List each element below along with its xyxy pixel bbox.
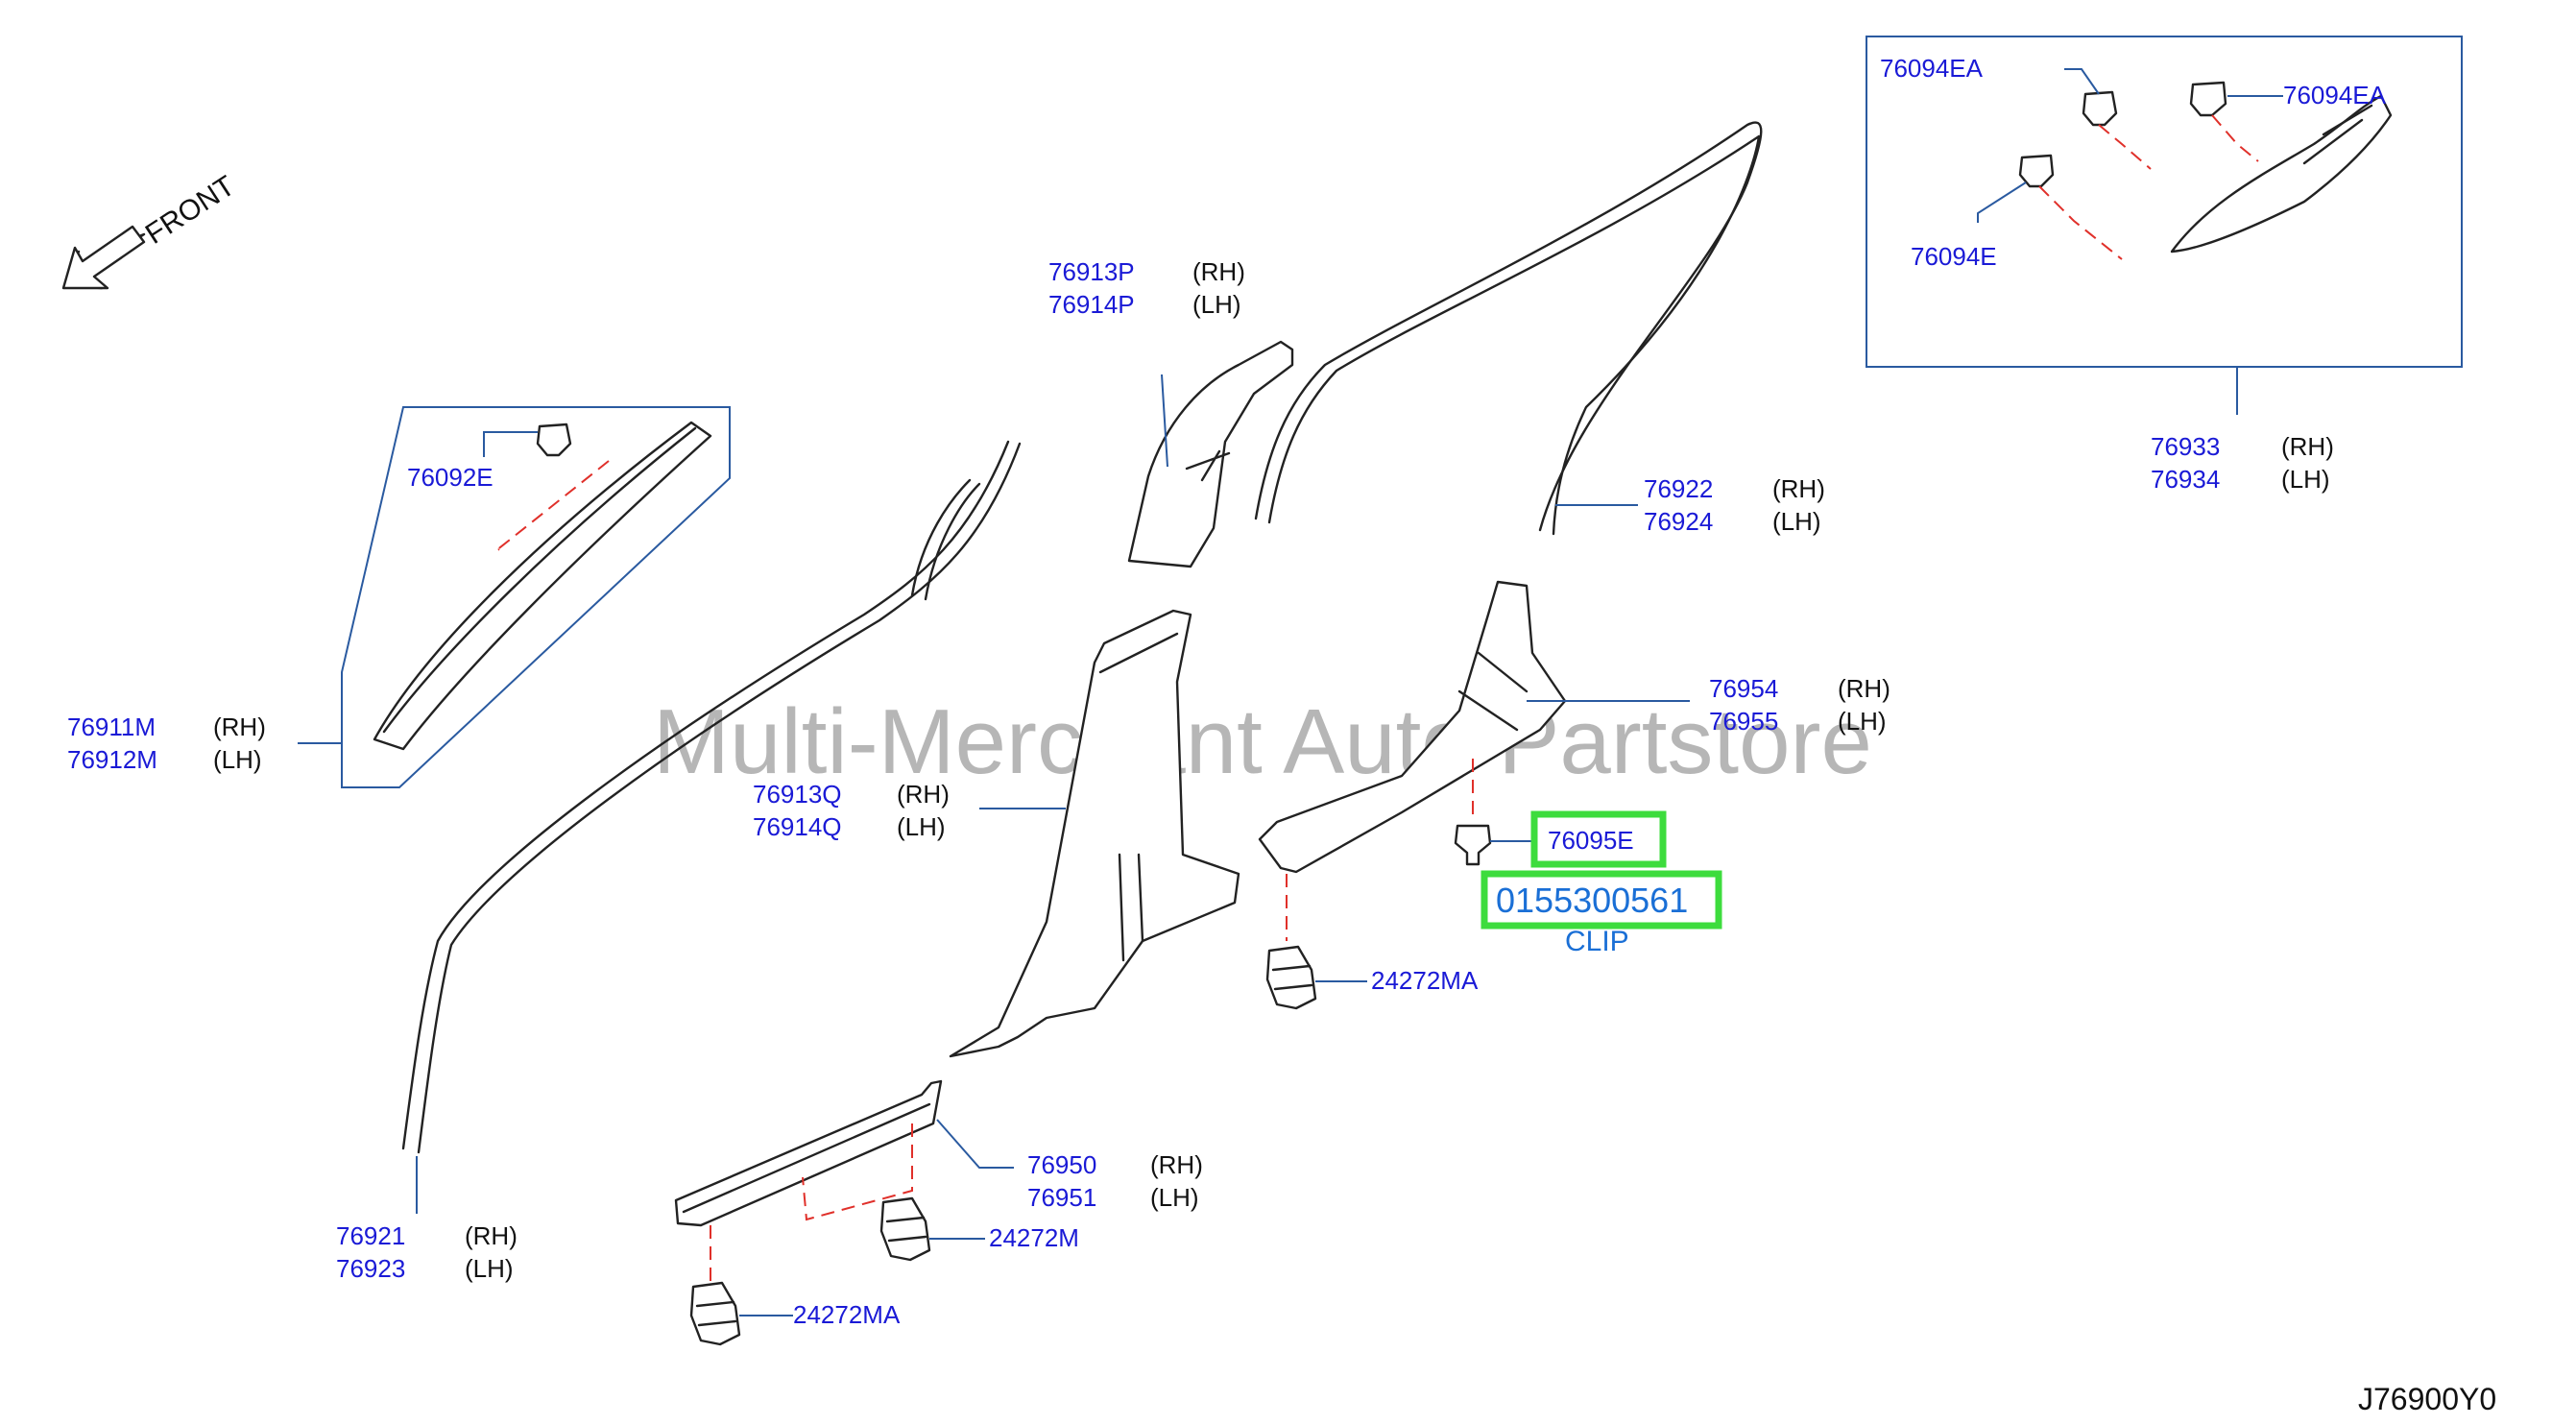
label-76914p: 76914P (1048, 290, 1135, 319)
label-76954: 76954 (1709, 674, 1778, 703)
clip-icon-24272ma-mid (1265, 945, 1317, 1010)
label-76933-side: (RH) (2281, 432, 2334, 461)
label-76914p-side: (LH) (1192, 290, 1241, 319)
front-label: FRONT (140, 170, 241, 251)
label-76922-side: (RH) (1772, 474, 1825, 503)
label-76911m: 76911M (67, 712, 156, 741)
label-0155300561: 0155300561 (1496, 881, 1688, 920)
label-76094ea-right: 76094EA (2283, 81, 2387, 109)
weatherstrip-76921 (401, 440, 1022, 1154)
clip-icon-76095e (1454, 824, 1492, 866)
pillar-lower-76913q (949, 609, 1240, 1058)
label-24272ma-bottom: 24272MA (793, 1300, 901, 1329)
label-76921-side: (RH) (465, 1221, 518, 1250)
rear-pillar-trim-76933 (2170, 94, 2393, 254)
label-76913q: 76913Q (753, 780, 842, 809)
clip-icon-76092e (536, 423, 572, 457)
label-76913p-side: (RH) (1192, 257, 1245, 286)
label-76923: 76923 (336, 1254, 405, 1283)
detail-box-76911m (341, 406, 731, 788)
label-76933: 76933 (2151, 432, 2220, 461)
label-76950: 76950 (1027, 1150, 1096, 1179)
weatherstrip-76922 (1254, 121, 1763, 536)
label-76911m-side: (RH) (213, 712, 266, 741)
label-76955: 76955 (1709, 707, 1778, 736)
label-76092e: 76092E (407, 463, 494, 492)
label-76912m-side: (LH) (213, 745, 262, 774)
watermark: Multi-Merchant Auto Partstore (653, 690, 1872, 793)
label-76914q-side: (LH) (897, 812, 946, 841)
label-76924-side: (LH) (1772, 507, 1821, 536)
label-76923-side: (LH) (465, 1254, 514, 1283)
clip-icon-76094ea-top (2082, 90, 2118, 127)
label-24272ma-mid: 24272MA (1371, 966, 1479, 995)
pillar-garnish-76911m (373, 421, 712, 751)
clip-icon-76094ea-right (2189, 81, 2227, 117)
label-76914q: 76914Q (753, 812, 842, 841)
label-76951: 76951 (1027, 1183, 1096, 1212)
label-clip: CLIP (1565, 926, 1629, 957)
label-76094e: 76094E (1911, 242, 1997, 271)
front-arrow-icon (61, 225, 146, 290)
label-76950-side: (RH) (1150, 1150, 1203, 1179)
label-76954-side: (RH) (1838, 674, 1890, 703)
label-24272m: 24272M (989, 1223, 1079, 1252)
label-76924: 76924 (1644, 507, 1713, 536)
clip-icon-76094e (2018, 154, 2055, 188)
diagram-code: J76900Y0 (2358, 1382, 2496, 1416)
label-76095e: 76095E (1548, 826, 1634, 855)
label-76094ea-top: 76094EA (1880, 54, 1984, 83)
label-76913q-side: (RH) (897, 780, 950, 809)
pillar-upper-76913p (1127, 340, 1294, 568)
label-76912m: 76912M (67, 745, 157, 774)
kicking-plate-76950 (674, 1079, 943, 1227)
kicking-plate-76954 (1258, 580, 1567, 874)
label-76951-side: (LH) (1150, 1183, 1199, 1212)
label-76934: 76934 (2151, 465, 2220, 494)
highlight-0155300561 (1481, 870, 1722, 930)
label-76921: 76921 (336, 1221, 405, 1250)
highlight-76095e (1530, 810, 1667, 868)
detail-box-76933 (1866, 36, 2463, 368)
label-76913p: 76913P (1048, 257, 1135, 286)
clip-icon-24272ma-bottom (689, 1281, 741, 1346)
label-76922: 76922 (1644, 474, 1713, 503)
label-76955-side: (LH) (1838, 707, 1887, 736)
clip-icon-24272m (879, 1196, 931, 1262)
label-76934-side: (LH) (2281, 465, 2330, 494)
